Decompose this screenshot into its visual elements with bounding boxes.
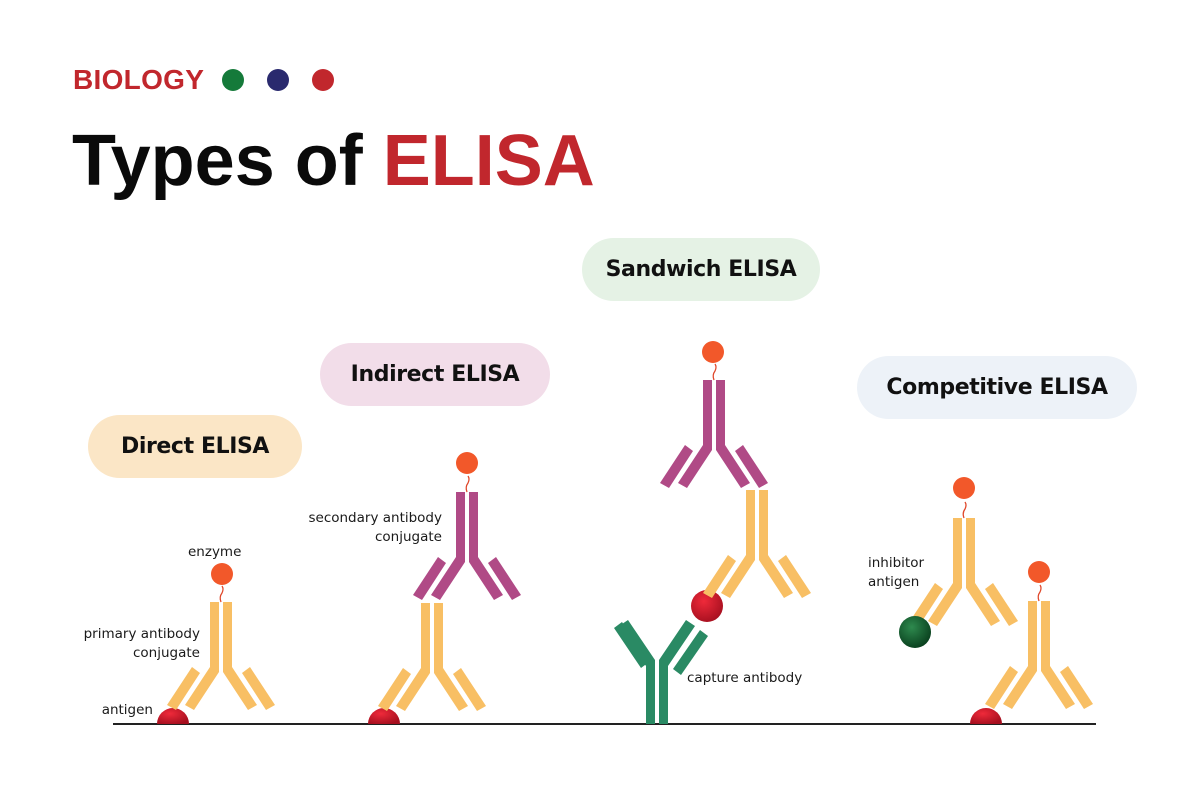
title-accent: ELISA [382, 121, 595, 201]
indirect-elisa-pill: Indirect ELISA [320, 343, 550, 406]
secondary-antibody-icon [660, 380, 768, 488]
indirect-elisa-group: secondary antibody conjugate [308, 452, 521, 724]
competitive-elisa-group: inhibitor antigen [868, 477, 1093, 724]
enzyme-linker [962, 501, 967, 519]
enzyme-linker [712, 363, 717, 381]
antigen-icon [368, 708, 400, 724]
competitive-elisa-pill: Competitive ELISA [857, 356, 1137, 419]
green-dot-icon [222, 69, 245, 91]
capture-antibody-icon [614, 620, 708, 724]
sandwich-elisa-group: capture antibody [614, 341, 811, 724]
primary-antibody-label-line1: primary antibody [84, 626, 200, 642]
sandwich-elisa-label: Sandwich ELISA [605, 257, 797, 282]
enzyme-icon [702, 341, 724, 363]
page-title: Types of ELISA [72, 120, 595, 202]
enzyme-icon [953, 477, 975, 499]
competitive-elisa-label: Competitive ELISA [886, 375, 1108, 400]
antigen-icon [970, 708, 1002, 724]
enzyme-linker [465, 475, 470, 493]
enzyme-linker [1037, 584, 1042, 602]
indirect-elisa-label: Indirect ELISA [350, 362, 520, 387]
secondary-antibody-icon [413, 492, 521, 600]
title-prefix: Types of [72, 121, 383, 201]
direct-elisa-pill: Direct ELISA [88, 415, 302, 478]
enzyme-icon [456, 452, 478, 474]
capture-antibody-label: capture antibody [687, 670, 802, 686]
secondary-antibody-label-line2: conjugate [375, 529, 442, 545]
primary-antibody-icon [703, 490, 811, 598]
direct-elisa-label: Direct ELISA [120, 434, 270, 459]
sandwich-elisa-pill: Sandwich ELISA [582, 238, 820, 301]
primary-antibody-label-line2: conjugate [133, 645, 200, 661]
inhibitor-antigen-label-line1: inhibitor [868, 555, 924, 571]
primary-antibody-icon [378, 603, 486, 711]
enzyme-label: enzyme [188, 544, 241, 560]
antigen-icon [157, 708, 189, 724]
enzyme-icon [1028, 561, 1050, 583]
red-dot-icon [312, 69, 335, 91]
primary-antibody-icon [910, 518, 1018, 626]
secondary-antibody-label-line1: secondary antibody [308, 510, 442, 526]
antigen-icon [691, 590, 723, 622]
direct-elisa-group: enzyme primary antibody conjugate antige… [84, 544, 275, 724]
antigen-label: antigen [102, 702, 153, 718]
enzyme-icon [211, 563, 233, 585]
navy-dot-icon [267, 69, 290, 91]
inhibitor-antigen-icon [899, 616, 931, 648]
enzyme-linker [219, 585, 224, 603]
subject-label: BIOLOGY [73, 64, 205, 95]
inhibitor-antigen-label-line2: antigen [868, 574, 919, 590]
subject-kicker: BIOLOGY [73, 64, 335, 96]
primary-antibody-icon [985, 601, 1093, 709]
